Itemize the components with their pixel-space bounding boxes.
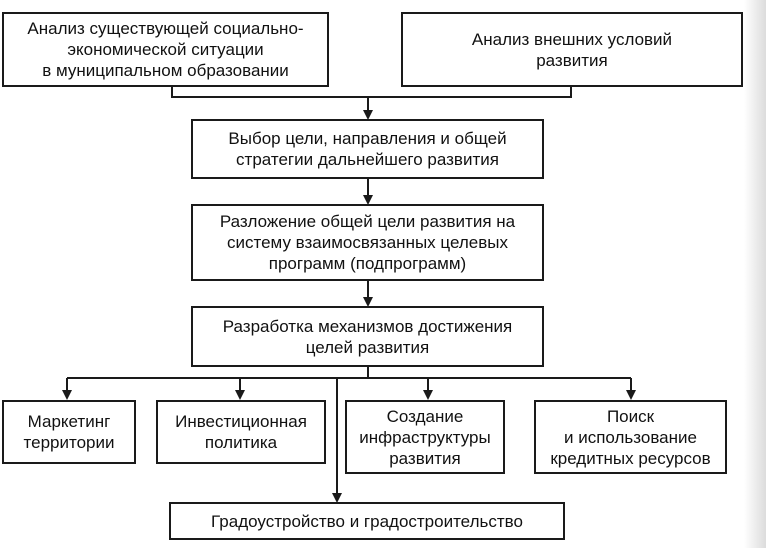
box-urban: Градоустройство и градостроительство bbox=[169, 502, 565, 540]
box-mechanisms: Разработка механизмов достижения целей р… bbox=[191, 306, 544, 367]
urban-line-1: Градоустройство и градостроительство bbox=[211, 511, 523, 531]
infrastructure-line-2: инфраструктуры bbox=[359, 427, 491, 447]
mechanisms-line-2: целей развития bbox=[305, 337, 430, 357]
investment-line-2: политика bbox=[204, 433, 278, 452]
analysis-external-line-1: Анализ внешних условий bbox=[471, 29, 673, 49]
connector-top-bracket bbox=[171, 86, 572, 98]
goal-choice-line-1: Выбор цели, направления и общей bbox=[228, 129, 507, 148]
infrastructure-line-1: Создание bbox=[386, 406, 464, 426]
box-investment: Инвестиционная политика bbox=[156, 400, 326, 464]
page-edge-shadow bbox=[744, 0, 766, 548]
goal-decomposition-line-1: Разложение общей цели развития на bbox=[219, 212, 516, 231]
credit-line-3: кредитных ресурсов bbox=[550, 448, 711, 468]
box-marketing: Маркетинг территории bbox=[2, 400, 136, 464]
analysis-social-line-2: экономической ситуации bbox=[67, 40, 264, 59]
analysis-social-line-3: в муниципальном образовании bbox=[42, 61, 289, 80]
box-analysis-social: Анализ существующей социально- экономиче… bbox=[2, 12, 329, 87]
box-goal-choice: Выбор цели, направления и общей стратеги… bbox=[191, 119, 544, 179]
credit-line-1: Поиск bbox=[606, 406, 655, 426]
credit-line-2: и использование bbox=[564, 427, 697, 447]
infrastructure-line-3: развития bbox=[389, 448, 461, 468]
analysis-social-line-1: Анализ существующей социально- bbox=[27, 19, 304, 38]
goal-decomposition-line-3: программ (подпрограмм) bbox=[268, 254, 467, 273]
box-credit: Поиск и использование кредитных ресурсов bbox=[534, 400, 727, 474]
analysis-external-line-2: развития bbox=[536, 50, 608, 70]
goal-choice-line-2: стратегии дальнейшего развития bbox=[236, 150, 499, 169]
goal-decomposition-line-2: систему взаимосвязанных целевых bbox=[227, 233, 508, 252]
box-analysis-external: Анализ внешних условий развития bbox=[401, 12, 743, 87]
box-goal-decomposition: Разложение общей цели развития на систем… bbox=[191, 204, 544, 281]
marketing-line-2: территории bbox=[23, 433, 115, 452]
box-infrastructure: Создание инфраструктуры развития bbox=[345, 400, 505, 474]
marketing-line-1: Маркетинг bbox=[27, 412, 111, 431]
investment-line-1: Инвестиционная bbox=[175, 412, 307, 431]
mechanisms-line-1: Разработка механизмов достижения bbox=[222, 316, 513, 336]
